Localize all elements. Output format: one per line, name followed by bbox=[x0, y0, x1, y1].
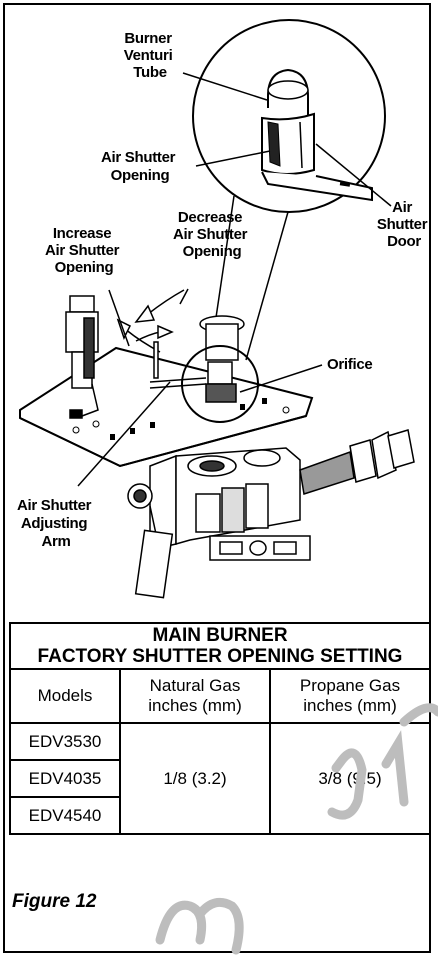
table-title-line-2: FACTORY SHUTTER OPENING SETTING bbox=[37, 646, 403, 667]
label-orifice: Orifice bbox=[327, 356, 372, 373]
label-burner-venturi-tube: Burner Venturi Tube bbox=[124, 30, 177, 81]
base-plate bbox=[19, 346, 314, 468]
natural-gas-value: 1/8 (3.2) bbox=[119, 722, 271, 835]
gas-fitting bbox=[299, 429, 415, 495]
label-increase-air-shutter-opening: Increase Air Shutter Opening bbox=[45, 225, 123, 276]
shutter-setting-table: MAIN BURNER FACTORY SHUTTER OPENING SETT… bbox=[8, 622, 432, 835]
figure-caption: Figure 12 bbox=[12, 891, 97, 912]
label-decrease-air-shutter-opening: Decrease Air Shutter Opening bbox=[173, 209, 251, 260]
model-cell: EDV4035 bbox=[9, 759, 121, 798]
magnified-detail bbox=[182, 19, 392, 213]
table-title: MAIN BURNER FACTORY SHUTTER OPENING SETT… bbox=[8, 622, 432, 670]
model-cell: EDV3530 bbox=[9, 722, 121, 761]
model-cell: EDV4540 bbox=[9, 796, 121, 835]
burner-assembly bbox=[149, 315, 259, 423]
label-air-shutter-opening: Air Shutter Opening bbox=[101, 149, 179, 184]
label-air-shutter-door: Air Shutter Door bbox=[377, 199, 431, 250]
gas-valve bbox=[127, 447, 311, 599]
burner-diagram: Burner Venturi Tube Air Shutter Opening … bbox=[17, 19, 431, 599]
label-air-shutter-adjusting-arm: Air Shutter Adjusting Arm bbox=[17, 497, 95, 550]
header-models: Models bbox=[9, 668, 121, 724]
pilot-assembly bbox=[65, 295, 99, 419]
propane-gas-value: 3/8 (9.5) bbox=[268, 722, 432, 835]
table-title-line-1: MAIN BURNER bbox=[152, 625, 288, 646]
